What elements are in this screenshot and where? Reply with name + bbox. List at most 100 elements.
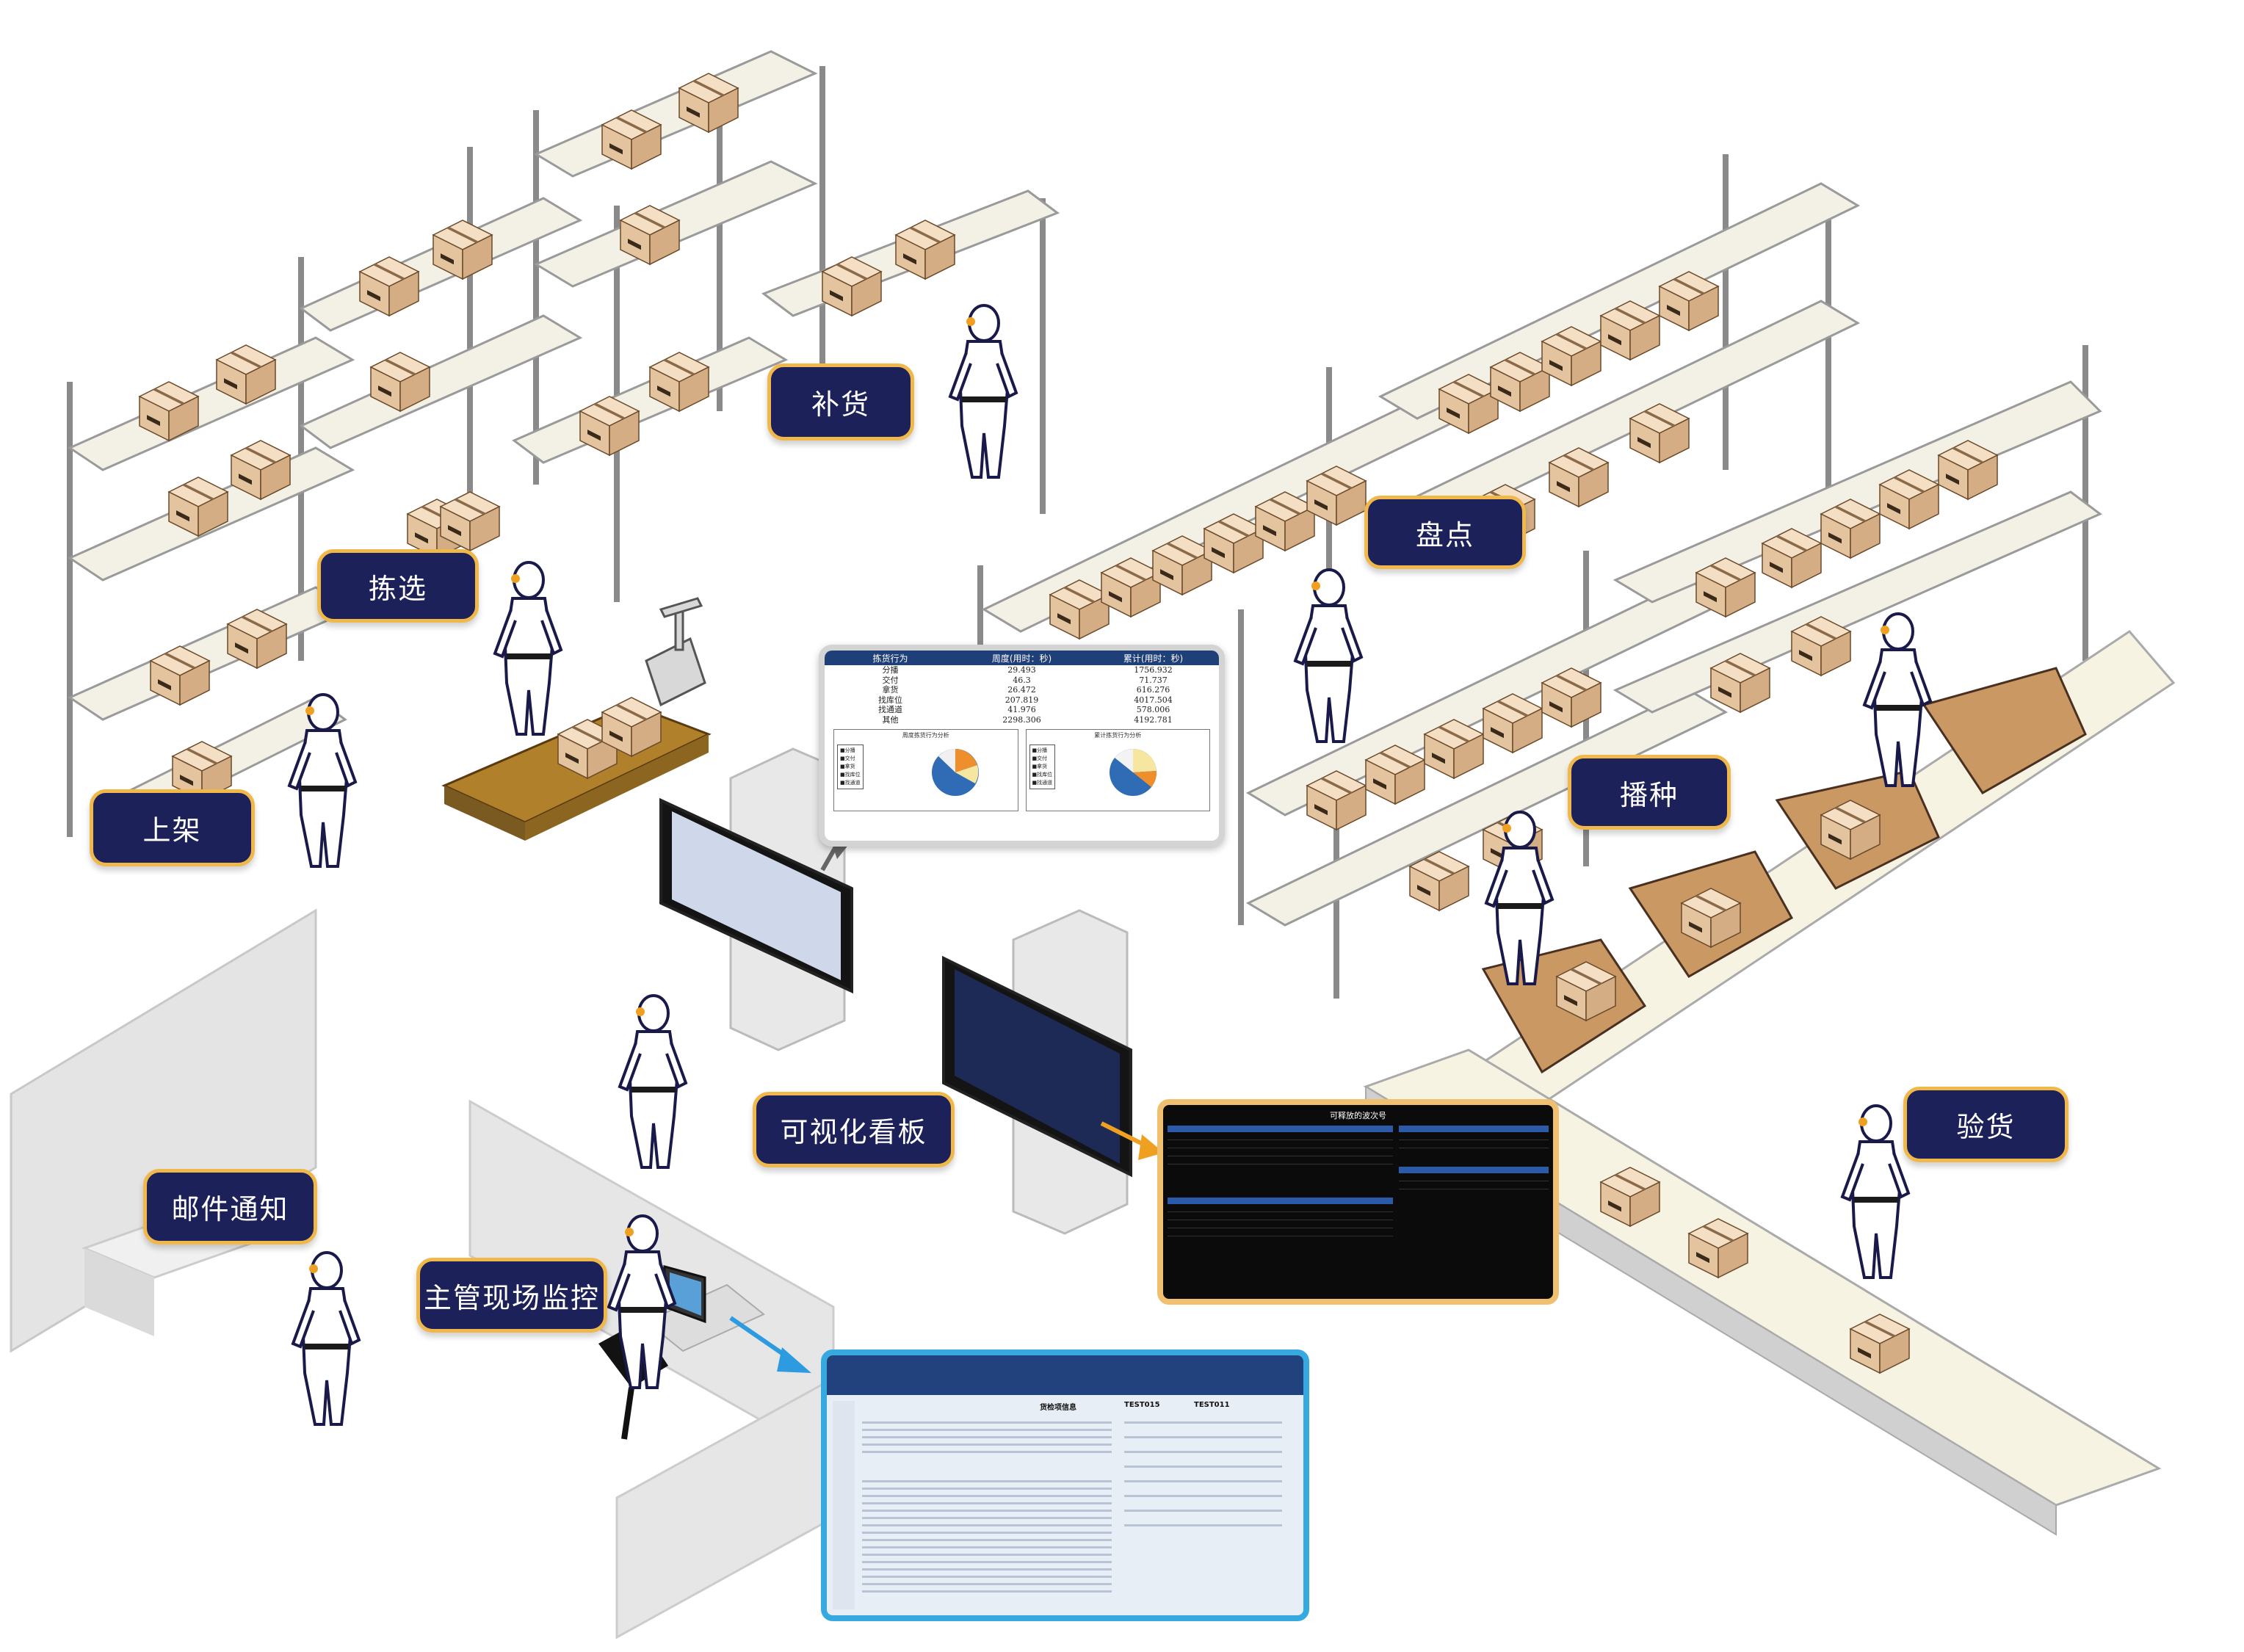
stats-cell: 71.737 bbox=[1139, 675, 1168, 685]
legend-item: 分播 bbox=[840, 747, 861, 755]
monitor-left bbox=[659, 797, 853, 994]
stats-cell: 分播 bbox=[882, 665, 899, 675]
table-row bbox=[862, 1568, 1112, 1571]
pie-total: 累计拣货行为分析 分播 交付 拿货 找库位 找通道 bbox=[1025, 729, 1210, 811]
tag-sow-label: 播种 bbox=[1619, 778, 1679, 811]
stats-header-2: 累计(用时：秒) bbox=[1123, 653, 1184, 664]
table-row bbox=[862, 1421, 1112, 1424]
tag-inspect[interactable]: 验货 bbox=[1903, 1087, 2069, 1162]
list-item bbox=[1194, 1436, 1282, 1438]
pie-legend: 分播 交付 拿货 找库位 找通道 bbox=[837, 745, 864, 789]
pie-legend: 分播 交付 拿货 找库位 找通道 bbox=[1029, 745, 1056, 789]
board-header-bar bbox=[1398, 1126, 1549, 1132]
tag-dashboard[interactable]: 可视化看板 bbox=[753, 1092, 955, 1167]
stats-cell: 26.472 bbox=[1007, 685, 1036, 695]
stats-cell: 207.819 bbox=[1005, 695, 1039, 705]
stats-cell: 616.276 bbox=[1136, 685, 1170, 695]
list-item bbox=[1124, 1421, 1205, 1424]
board-row bbox=[1168, 1159, 1393, 1164]
table-row bbox=[862, 1590, 1112, 1593]
list-item bbox=[1124, 1510, 1205, 1512]
pie-total-icon bbox=[1109, 748, 1157, 796]
board-row bbox=[1398, 1184, 1549, 1189]
table-row bbox=[862, 1495, 1112, 1497]
tag-replenish-label: 补货 bbox=[811, 388, 870, 421]
legend-item: 找通道 bbox=[1032, 779, 1052, 787]
table-row: 找通道 41.976 578.006 bbox=[825, 705, 1219, 715]
tag-count[interactable]: 盘点 bbox=[1364, 496, 1526, 569]
tag-email[interactable]: 邮件通知 bbox=[143, 1169, 317, 1245]
table-row bbox=[862, 1480, 1112, 1482]
pie-weekly: 周度拣货行为分析 分播 交付 拿货 找库位 找通道 bbox=[833, 729, 1018, 811]
board-row bbox=[1168, 1142, 1393, 1148]
list-item bbox=[1194, 1510, 1282, 1512]
table-row bbox=[862, 1502, 1112, 1504]
board-row bbox=[1168, 1206, 1393, 1212]
legend-item: 拿货 bbox=[840, 763, 861, 771]
stats-cell: 1756.932 bbox=[1134, 665, 1173, 675]
stats-cell: 578.006 bbox=[1136, 705, 1170, 714]
tag-dashboard-label: 可视化看板 bbox=[780, 1116, 927, 1148]
board-header-bar bbox=[1168, 1198, 1393, 1204]
tag-supervisor[interactable]: 主管现场监控 bbox=[416, 1258, 607, 1333]
supervisor-desk bbox=[645, 1265, 765, 1352]
shelf-cluster-left bbox=[67, 66, 1046, 837]
stats-cell: 拿货 bbox=[882, 685, 899, 695]
list-item bbox=[1124, 1466, 1205, 1468]
tag-replenish[interactable]: 补货 bbox=[767, 363, 914, 441]
stats-header-1: 周度(用时：秒) bbox=[991, 653, 1052, 664]
list-item bbox=[1124, 1480, 1205, 1482]
tag-pick[interactable]: 拣选 bbox=[317, 549, 479, 623]
board-row bbox=[1398, 1175, 1549, 1181]
board-row bbox=[1398, 1142, 1549, 1148]
legend-item: 找通道 bbox=[840, 779, 861, 787]
table-row bbox=[862, 1451, 1112, 1453]
tag-inspect-label: 验货 bbox=[1956, 1111, 2016, 1143]
stats-cell: 41.976 bbox=[1007, 705, 1036, 714]
list-item bbox=[1194, 1466, 1282, 1468]
dashboard-panel: 可释放的波次号 bbox=[1157, 1099, 1559, 1305]
wall-left bbox=[10, 908, 317, 1353]
app-tab-b[interactable]: TEST011 bbox=[1194, 1401, 1230, 1409]
monitor-right bbox=[942, 955, 1132, 1178]
list-item bbox=[1124, 1495, 1205, 1497]
shelf-planks-right bbox=[981, 182, 2102, 927]
app-tab-a[interactable]: TEST015 bbox=[1124, 1401, 1160, 1409]
board-row bbox=[1168, 1151, 1393, 1156]
list-item bbox=[1194, 1451, 1282, 1453]
legend-item: 交付 bbox=[840, 755, 861, 763]
scale bbox=[645, 597, 706, 707]
board-row bbox=[1168, 1222, 1393, 1228]
table-row bbox=[862, 1443, 1112, 1446]
table-row bbox=[862, 1429, 1112, 1431]
stats-header-0: 拣货行为 bbox=[872, 653, 908, 664]
stats-cell: 找库位 bbox=[878, 695, 902, 705]
board-header-bar bbox=[1398, 1167, 1549, 1173]
stats-cell: 交付 bbox=[882, 675, 899, 685]
tag-putaway[interactable]: 上架 bbox=[90, 789, 255, 866]
stats-cell: 4192.781 bbox=[1134, 714, 1173, 725]
board-header-bar bbox=[1168, 1126, 1393, 1132]
tag-supervisor-label: 主管现场监控 bbox=[423, 1281, 600, 1314]
callout-arrows bbox=[729, 837, 1164, 1373]
app-panel: 货检项信息 TEST015 TEST011 bbox=[821, 1350, 1309, 1621]
list-item bbox=[1124, 1436, 1205, 1438]
stats-cell: 29.493 bbox=[1007, 665, 1036, 675]
stats-cell: 找通道 bbox=[878, 705, 902, 714]
tag-email-label: 邮件通知 bbox=[171, 1193, 289, 1225]
board-body bbox=[1163, 1121, 1553, 1242]
legend-item: 交付 bbox=[1032, 755, 1053, 763]
table-row bbox=[862, 1576, 1112, 1578]
tag-count-label: 盘点 bbox=[1415, 518, 1474, 551]
pie-weekly-title: 周度拣货行为分析 bbox=[902, 732, 949, 739]
tag-putaway-label: 上架 bbox=[142, 814, 202, 847]
list-item bbox=[1194, 1524, 1282, 1526]
tag-sow[interactable]: 播种 bbox=[1568, 755, 1731, 830]
app-toolbar bbox=[827, 1355, 1303, 1395]
pie-weekly-icon bbox=[932, 749, 979, 796]
legend-item: 找库位 bbox=[840, 771, 861, 779]
